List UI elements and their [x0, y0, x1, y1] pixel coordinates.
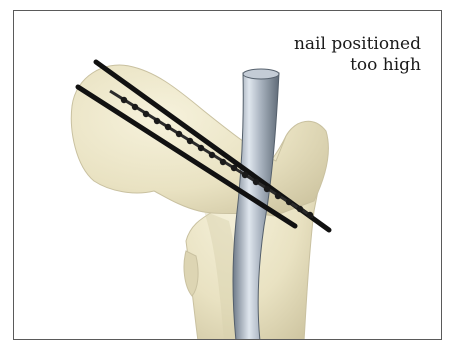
diagram-caption: nail positioned too high [294, 34, 421, 76]
illustration-frame: nail positioned too high [13, 10, 442, 340]
caption-line-1: nail positioned [294, 34, 421, 55]
caption-line-2: too high [294, 55, 421, 76]
